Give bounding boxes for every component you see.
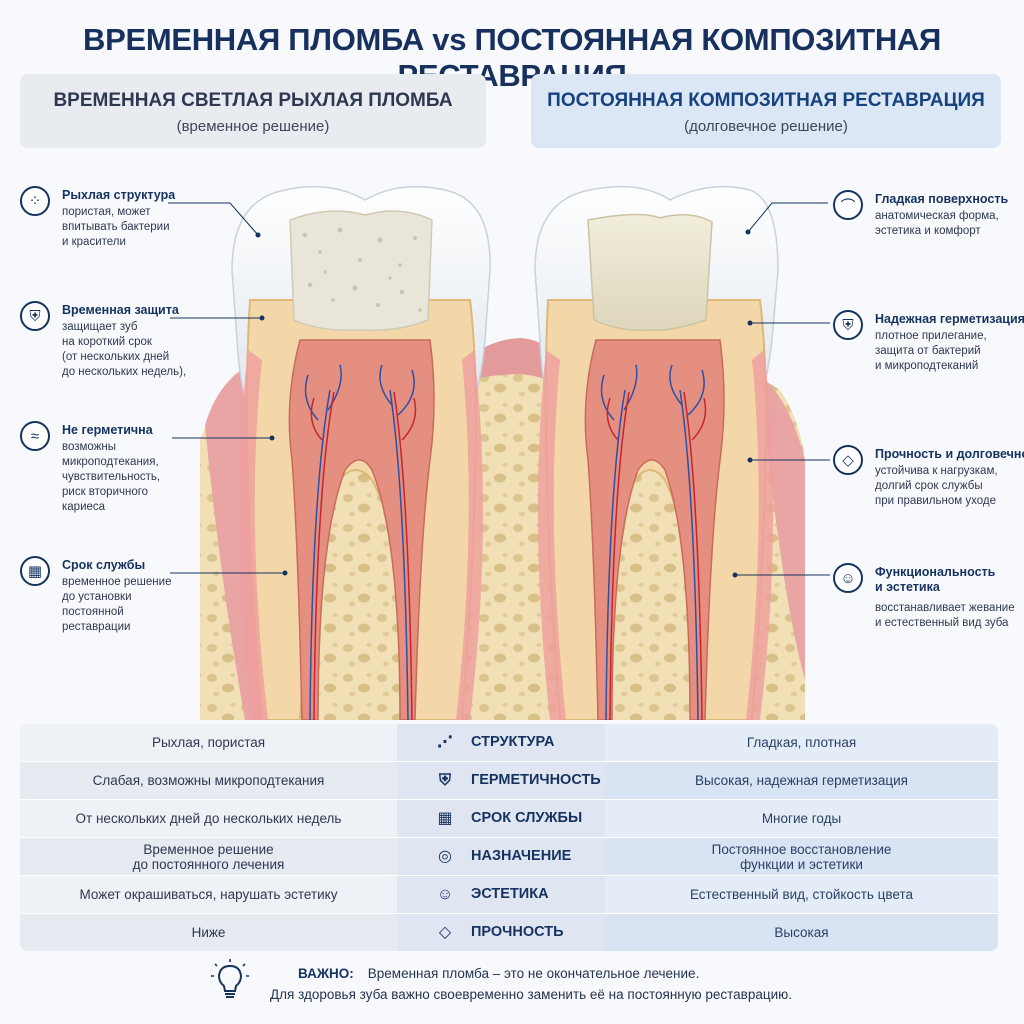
callout-title: Рыхлая структура [62,188,176,202]
left-root-cementum [238,350,268,720]
permanent-value: Высокая, надежная герметизация [605,762,998,799]
diamond-icon: ◇ [833,445,863,475]
callout-title: Временная защита [62,303,179,317]
criterion-label: ЭСТЕТИКА [471,886,549,902]
calendar-icon: ▦ [437,810,453,827]
temporary-value: От нескольких дней до нескольких недель [20,800,397,837]
comparison-table: Рыхлая, пористая ⋰ СТРУКТУРА Гладкая, пло… [20,724,998,951]
temporary-value: Ниже [20,914,397,951]
table-row: От нескольких дней до нескольких недель … [20,800,998,838]
callout-text: временное решение до установки постоянно… [62,576,172,633]
diamond-icon: ◇ [438,924,452,941]
left-column-header: ВРЕМЕННАЯ СВЕТЛАЯ РЫХЛАЯ ПЛОМБА (временн… [20,74,486,148]
permanent-value: Постоянное восстановление функции и эсте… [605,838,998,875]
callout-text: плотное прилегание, защита от бактерий и… [875,330,987,372]
target-icon: ◎ [438,848,452,865]
shield-check-icon: ⛨ [438,772,451,789]
criterion-label: ПРОЧНОСТЬ [471,924,564,940]
right-root-cementum [537,350,566,720]
shield-check-icon: ⛨ [20,301,50,331]
gum-tissue-mid [430,338,575,400]
temporary-value: Может окрашиваться, нарушать эстетику [20,876,397,913]
criterion: ⋰ СТРУКТУРА [397,724,605,761]
temporary-value: Рыхлая, пористая [20,724,397,761]
note-text-1: Временная пломба – это не окончательное … [367,966,700,981]
table-row: Временное решение до постоянного лечения… [20,838,998,876]
left-arteries [310,391,417,720]
left-root-cementum-r [456,350,484,720]
right-leader-lines [735,202,830,576]
temporary-value: Временное решение до постоянного лечения [20,838,397,875]
criterion: ▦ СРОК СЛУЖБЫ [397,800,605,837]
tooth-icon: ⌒ [833,190,863,220]
note-text-2: Для здоровья зуба важно своевременно зам… [270,987,792,1002]
smile-icon: ☺ [436,886,454,903]
table-row: Может окрашиваться, нарушать эстетику ☺ Э… [20,876,998,914]
callout-title: Функциональность и эстетика [875,565,996,594]
left-leader-lines [168,202,285,574]
callout-title: Надежная герметизация [875,312,1024,326]
right-column-subtitle: (долговечное решение) [684,118,848,135]
criterion: ☺ ЭСТЕТИКА [397,876,605,913]
left-tooth [231,185,491,720]
criterion-label: ГЕРМЕТИЧНОСТЬ [471,772,601,788]
criterion: ⛨ ГЕРМЕТИЧНОСТЬ [397,762,605,799]
composite-restoration [587,213,713,332]
criterion-label: СРОК СЛУЖБЫ [471,810,583,826]
table-row: Слабая, возможны микроподтекания ⛨ ГЕРМЕТ… [20,762,998,800]
dots-icon: ⁘ [20,186,50,216]
calendar-icon: ▦ [20,556,50,586]
criterion: ◎ НАЗНАЧЕНИЕ [397,838,605,875]
callout-text: возможны микроподтекания, чувствительнос… [62,441,161,513]
callout-title: Срок службы [62,558,146,572]
callout-text: устойчива к нагрузкам, долгий срок служб… [875,465,998,507]
left-column-title: ВРЕМЕННАЯ СВЕТЛАЯ РЫХЛАЯ ПЛОМБА [53,90,453,111]
permanent-value: Многие годы [605,800,998,837]
note-label: ВАЖНО: [298,966,354,981]
shield-check-icon: ⛨ [833,310,863,340]
filling-pores [302,227,422,312]
right-root-cementum-r [746,350,774,720]
permanent-value: Гладкая, плотная [605,724,998,761]
table-row: Ниже ◇ ПРОЧНОСТЬ Высокая [20,914,998,951]
criterion-label: СТРУКТУРА [471,734,555,750]
callout-text: защищает зуб на короткий срок (от нескол… [62,321,187,378]
criterion-label: НАЗНАЧЕНИЕ [471,848,572,864]
left-column-subtitle: (временное решение) [176,118,330,135]
note-line-1: ВАЖНО: Временная пломба – это не окончате… [298,966,699,981]
temporary-value: Слабая, возможны микроподтекания [20,762,397,799]
waves-icon: ≈ [20,421,50,451]
callout-title: Гладкая поверхность [875,192,1009,206]
left-pulp [288,339,435,720]
callout-title: Прочность и долговечность [875,447,1024,461]
teeth-illustration [168,185,830,720]
right-arteries [606,391,707,720]
lightbulb-icon [210,958,250,1012]
structure-icon: ⋰ [437,734,453,751]
right-column-header: ПОСТОЯННАЯ КОМПОЗИТНАЯ РЕСТАВРАЦИЯ (долг… [531,74,1001,148]
right-tooth [534,185,779,720]
permanent-value: Высокая [605,914,998,951]
left-nerves [304,364,415,720]
permanent-value: Естественный вид, стойкость цвета [605,876,998,913]
callout-text: анатомическая форма, эстетика и комфорт [875,210,999,237]
temporary-filling [289,210,433,332]
criterion: ◇ ПРОЧНОСТЬ [397,914,605,951]
table-row: Рыхлая, пористая ⋰ СТРУКТУРА Гладкая, пло… [20,724,998,762]
right-nerves [600,364,705,720]
right-column-title: ПОСТОЯННАЯ КОМПОЗИТНАЯ РЕСТАВРАЦИЯ [547,90,985,111]
callout-title: Не герметична [62,423,153,437]
callout-text: восстанавливает жевание и естественный в… [875,602,1015,629]
callout-text: пористая, может впитывать бактерии и кра… [62,206,170,248]
smile-icon: ☺ [833,563,863,593]
